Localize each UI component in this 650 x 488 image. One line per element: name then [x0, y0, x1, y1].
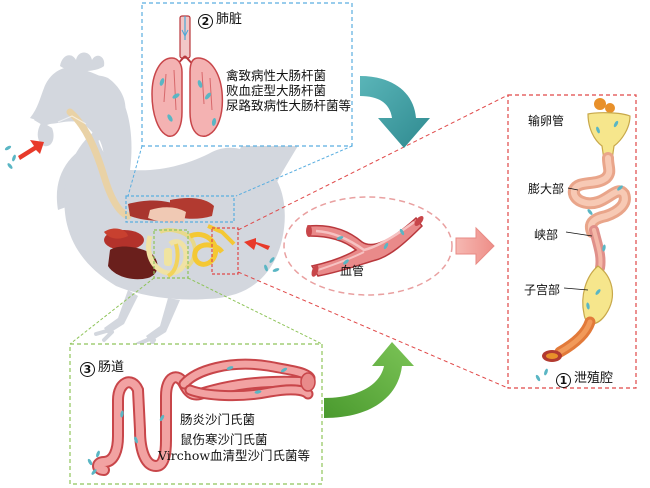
intestine-to-oviduct-arrow	[324, 342, 414, 418]
blood-vessel-region	[283, 196, 453, 296]
intestine-pathogen-1: 肠炎沙门氏菌	[180, 412, 256, 427]
lung-panel-title-text: 肺脏	[216, 12, 243, 27]
lung-panel-number: 2	[198, 14, 213, 29]
lung-pathogen-list: 禽致病性大肠杆菌 败血症型大肠杆菌 尿路致病性大肠杆菌等	[226, 68, 351, 113]
intestine-panel-title-text: 肠道	[98, 360, 125, 375]
oviduct-panel-number: 1	[556, 373, 571, 388]
connector-lines	[69, 94, 509, 389]
intestine-pathogen-2: 鼠伤寒沙门氏菌	[180, 432, 268, 447]
intestine-panel	[69, 343, 323, 485]
oviduct-cloaca-text: 泄殖腔	[574, 371, 614, 386]
blood-vessel-label: 血管	[340, 264, 365, 278]
lung-pathogen-2: 败血症型大肠杆菌	[226, 83, 327, 98]
lung-to-oviduct-arrow	[360, 76, 430, 148]
lung-panel	[141, 2, 353, 147]
respiratory-entry-arrow	[18, 140, 44, 160]
lung-pathogen-1: 禽致病性大肠杆菌	[226, 68, 327, 83]
oviduct-label-infundibulum: 输卵管	[528, 114, 565, 128]
oviduct-label-uterus: 子宫部	[524, 283, 561, 297]
intestine-pathogen-3: Virchow血清型沙门氏菌等	[158, 448, 311, 463]
lung-pathogen-3: 尿路致病性大肠杆菌等	[226, 98, 352, 113]
entry-arrows	[4, 140, 280, 272]
cloaca-entry-arrow	[244, 238, 270, 250]
intestine-panel-number: 3	[80, 362, 95, 377]
chicken-organs	[104, 198, 236, 280]
oviduct-label-magnum: 膨大部	[528, 182, 565, 196]
oviduct-panel	[507, 94, 637, 389]
oviduct-label-isthmus: 峡部	[534, 228, 559, 242]
vessel-to-oviduct-arrow	[455, 226, 495, 266]
